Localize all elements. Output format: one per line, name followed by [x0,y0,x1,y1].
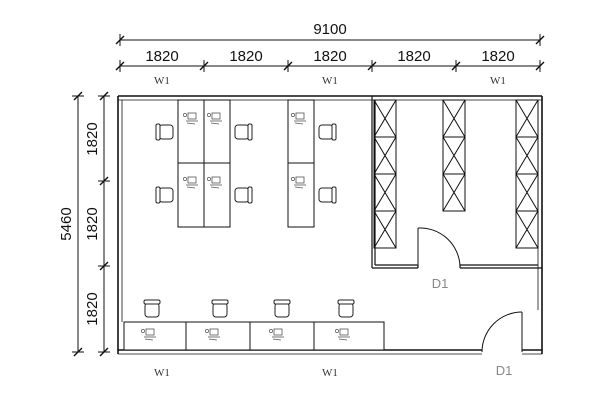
chair-icon [234,123,253,141]
chair-icon [273,299,291,318]
overall-depth-label: 5460 [58,207,75,240]
shelving-unit-middle [442,99,466,212]
window-label-top-2: W1 [322,75,338,87]
workstation-cluster-a [155,99,253,228]
bay-5-label: 1820 [481,48,514,65]
window-label-top-1: W1 [154,75,170,87]
storage-room-walls [371,96,542,269]
desk [203,99,231,164]
desk [287,162,315,228]
chair-icon [337,299,355,318]
desk [185,321,251,351]
chair-icon [234,186,253,204]
window-label-top-3: W1 [490,75,506,87]
row-3-label: 1820 [84,292,101,325]
desk [249,321,315,351]
workstation-row-bottom [123,299,385,351]
chair-icon [211,299,229,318]
chair-icon [155,186,174,204]
chair-icon [318,186,337,204]
desk [313,321,385,351]
bay-2-label: 1820 [229,48,262,65]
desk [287,99,315,164]
workstation-cluster-b [287,99,337,228]
storage-door[interactable] [417,227,461,267]
exterior-walls [117,95,543,355]
chair-icon [143,299,161,318]
window-label-bottom-1: W1 [154,367,170,379]
desk [123,321,187,351]
left-dimension-chain [72,91,110,357]
bay-1-label: 1820 [145,48,178,65]
overall-width-label: 9100 [313,21,346,38]
storage-door-label: D1 [432,276,449,291]
shelving-unit-left [373,99,397,249]
row-1-label: 1820 [84,122,101,155]
desk [177,162,205,228]
window-label-bottom-2: W1 [322,367,338,379]
desk [177,99,205,164]
chair-icon [318,123,337,141]
chair-icon [155,123,174,141]
entry-door[interactable] [481,311,523,353]
bay-4-label: 1820 [397,48,430,65]
bay-3-label: 1820 [313,48,346,65]
shelving-unit-right [515,99,539,249]
top-dimension-chain [115,34,545,72]
entry-door-label: D1 [496,363,513,378]
desk [203,162,231,228]
row-2-label: 1820 [84,207,101,240]
